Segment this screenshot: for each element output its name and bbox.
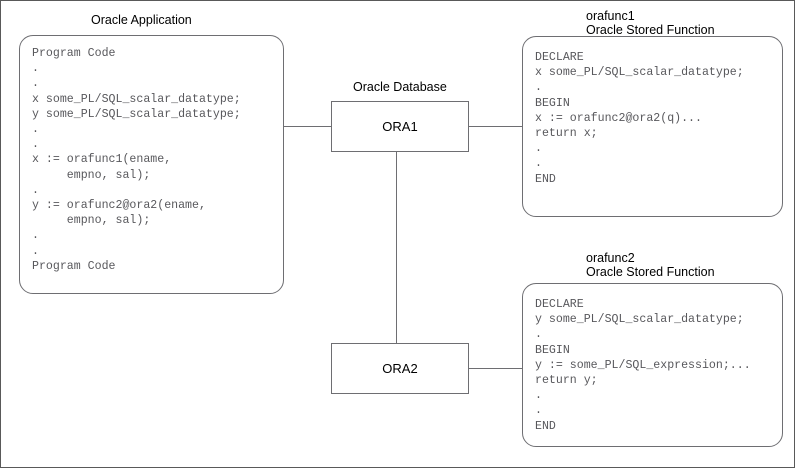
orafunc1-caption-type: Oracle Stored Function <box>586 23 715 37</box>
connector-ora1-to-ora2 <box>396 152 397 343</box>
orafunc2-caption-type: Oracle Stored Function <box>586 265 715 279</box>
orafunc2-box: DECLARE y some_PL/SQL_scalar_datatype; .… <box>522 283 783 447</box>
orafunc1-caption-name: orafunc1 <box>586 9 635 23</box>
oracle-database-caption: Oracle Database <box>353 80 447 94</box>
connector-ora2-to-orafunc2 <box>469 368 522 369</box>
oracle-application-caption: Oracle Application <box>91 13 192 27</box>
orafunc2-caption-name: orafunc2 <box>586 251 635 265</box>
database-node-ora1[interactable]: ORA1 <box>331 101 469 152</box>
oracle-application-code: Program Code . . x some_PL/SQL_scalar_da… <box>32 47 241 273</box>
connector-app-to-ora1 <box>284 126 331 127</box>
connector-ora1-to-orafunc1 <box>469 126 522 127</box>
database-node-ora2[interactable]: ORA2 <box>331 343 469 394</box>
database-node-ora1-label: ORA1 <box>382 119 418 134</box>
orafunc2-code: DECLARE y some_PL/SQL_scalar_datatype; .… <box>535 298 751 433</box>
orafunc1-code: DECLARE x some_PL/SQL_scalar_datatype; .… <box>535 51 744 186</box>
database-node-ora2-label: ORA2 <box>382 361 418 376</box>
oracle-application-box: Program Code . . x some_PL/SQL_scalar_da… <box>19 35 284 294</box>
orafunc1-box: DECLARE x some_PL/SQL_scalar_datatype; .… <box>522 36 783 217</box>
